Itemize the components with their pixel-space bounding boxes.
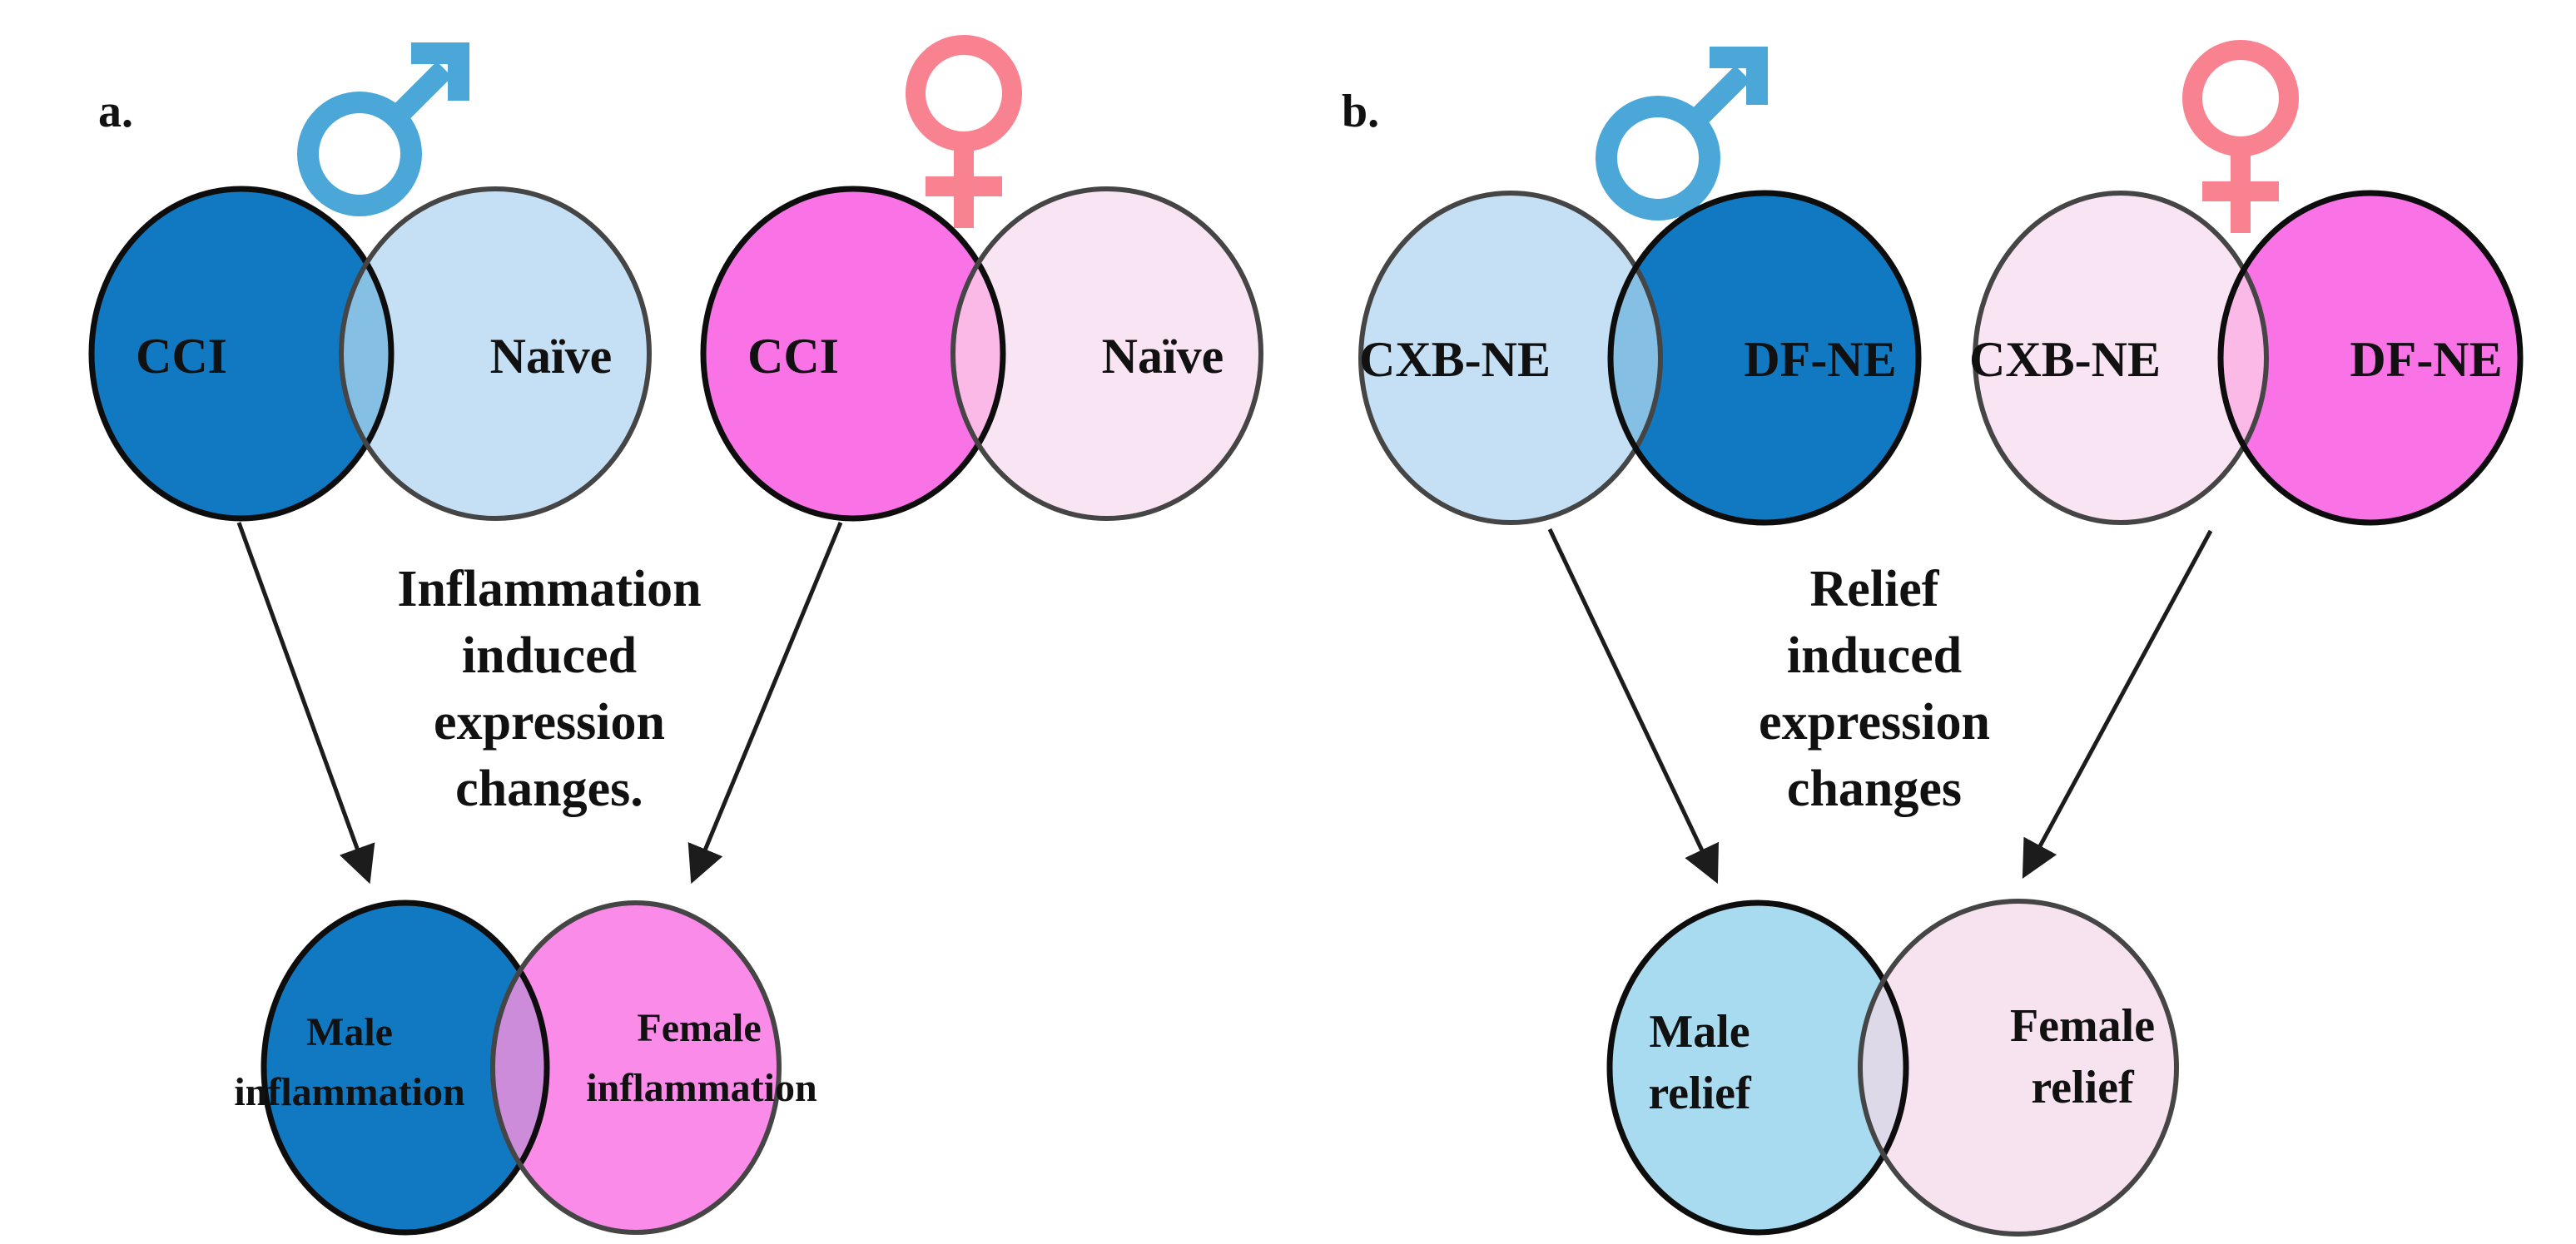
label-a-result-left-1: Male [306,1010,393,1054]
label-a-result-left-2: inflammation [234,1070,464,1114]
arrow-a-right [687,522,843,885]
male-icon [1596,47,1768,221]
label-b-result-left-1: Male [1649,1006,1750,1058]
label-b-male-cxbne: CXB-NE [1359,332,1551,387]
circle-b-female-relief [1860,901,2176,1234]
label-a-result-right-2: inflammation [586,1066,816,1110]
outline-a-male-inflammation [261,900,550,1236]
panel-b: b. CXB-NE DF-NE [1342,40,2524,1237]
arrow-b-left [1547,528,1719,885]
venn-a-male: CCI Naïve [88,186,652,522]
circle-a-male-cci [92,189,391,518]
circle-a-female-cci [703,189,1003,518]
caption-b-line1: Relief [1810,561,1940,617]
female-icon-ring [2182,40,2299,156]
caption-a-line2: induced [462,627,637,684]
circle-a-female-naive [953,189,1261,518]
outline-b-female-dfne [2217,190,2524,526]
circle-b-female-dfne [2221,193,2520,523]
label-a-result-right-1: Female [637,1006,761,1050]
circle-a-male-inflammation [264,903,547,1232]
outline-a-male-cci [88,186,395,522]
outline-b-female-relief [1858,899,2179,1237]
venn-b-male: CXB-NE DF-NE [1358,190,1922,526]
circle-b-male-cxbne [1361,193,1660,523]
panel-a: a. CCI Naïve [88,35,1263,1236]
label-b-result-left-2: relief [1648,1068,1752,1119]
label-a-female-cci: CCI [747,329,839,384]
venn-b-female: CXB-NE DF-NE [1969,190,2524,526]
arrow-a-left [236,522,375,885]
caption-a-line4: changes. [455,761,643,817]
circle-b-male-dfne [1611,193,1918,523]
male-icon-shaft [1691,65,1751,125]
venn-a-result: Male inflammation Female inflammation [234,900,817,1236]
label-b-result-right-2: relief [2031,1062,2135,1113]
venn-b-result: Male relief Female relief [1606,899,2179,1237]
panel-a-label: a. [98,86,133,137]
outline-b-male-dfne [1607,190,1922,526]
male-icon-ring [1596,96,1720,221]
caption-b-line2: induced [1787,627,1962,684]
outline-a-female-naive [950,186,1263,521]
outline-a-male-naive [339,186,652,521]
panel-b-label: b. [1342,86,1379,137]
circle-b-male-relief [1610,903,1906,1232]
caption-b: Relief induced expression changes [1759,561,1990,817]
caption-b-line3: expression [1759,694,1990,751]
caption-a-line3: expression [434,694,665,751]
outline-a-female-cci [700,186,1006,522]
arrow-b-right [2022,529,2213,879]
caption-a-line1: Inflammation [397,561,701,617]
outline-b-male-relief [1606,900,1909,1236]
label-b-male-dfne: DF-NE [1744,332,1896,387]
label-b-female-dfne: DF-NE [2350,332,2502,387]
outline-b-male-cxbne [1358,191,1663,525]
label-a-male-cci: CCI [136,329,227,384]
circle-a-male-naive [341,189,649,518]
label-a-male-naive: Naïve [490,329,613,384]
outline-a-female-inflammation [490,900,782,1235]
male-icon [297,42,469,216]
venn-a-female: CCI Naïve [700,186,1263,522]
label-b-result-right-1: Female [2010,1000,2155,1052]
outline-b-female-cxbne [1973,191,2269,525]
caption-b-line4: changes [1787,761,1962,817]
caption-a: Inflammation induced expression changes. [397,561,701,817]
female-icon [2182,40,2299,233]
female-icon [906,35,1022,228]
circle-a-female-inflammation [493,903,779,1232]
label-b-female-cxbne: CXB-NE [1969,332,2161,387]
label-a-female-naive: Naïve [1102,329,1224,384]
male-icon-ring [297,92,422,216]
circle-b-female-cxbne [1975,193,2266,523]
male-icon-shaft [393,61,453,121]
female-icon-ring [906,35,1022,151]
